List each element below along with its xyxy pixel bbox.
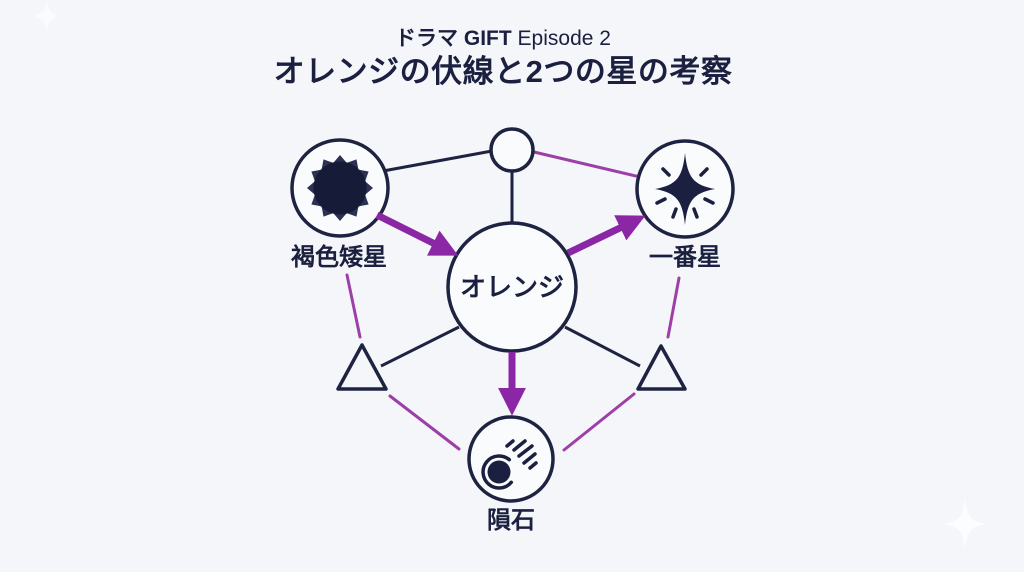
edge-browndwarf-topnode <box>382 149 493 173</box>
arrow-orange-to-firststar <box>566 215 646 257</box>
node-label-brown-dwarf: 褐色矮星 <box>290 243 387 271</box>
subtitle: ドラマ GIFT Episode 2 <box>0 26 1006 52</box>
node-right-triangle <box>636 344 687 391</box>
node-left-triangle <box>336 343 388 391</box>
edge-firststar-righttriangle <box>666 276 681 339</box>
edge-browndwarf-lefttriangle <box>345 273 362 339</box>
sparkle-watermark-top-left <box>33 0 61 34</box>
sun-icon <box>307 155 373 221</box>
node-top-small <box>489 127 535 173</box>
edge-center-lefttriangle <box>380 325 460 368</box>
series-label: ドラマ GIFT <box>395 27 512 50</box>
edges <box>345 149 681 452</box>
node-label-meteor: 隕石 <box>487 507 535 534</box>
node-label-first-star: 一番星 <box>649 244 721 271</box>
arrow-browndwarf-to-orange <box>375 211 459 256</box>
edge-topnode-firststar <box>532 150 638 178</box>
episode-label: Episode 2 <box>517 27 611 50</box>
edge-center-righttriangle <box>564 325 641 368</box>
sparkle-icon <box>655 153 715 225</box>
page-title: オレンジの伏線と2つの星の考察 <box>273 54 733 90</box>
arrows <box>375 211 646 416</box>
node-meteor <box>467 415 555 503</box>
node-label-orange: オレンジ <box>460 272 564 302</box>
title-block: ドラマ GIFT Episode 2 オレンジの伏線と2つの星の考察 <box>0 26 1006 92</box>
sparkle-watermark-bottom-right <box>944 498 986 550</box>
edge-lefttriangle-meteor <box>388 394 461 451</box>
comet-icon <box>481 439 538 490</box>
edge-righttriangle-meteor <box>562 392 636 452</box>
node-orange <box>446 221 578 353</box>
